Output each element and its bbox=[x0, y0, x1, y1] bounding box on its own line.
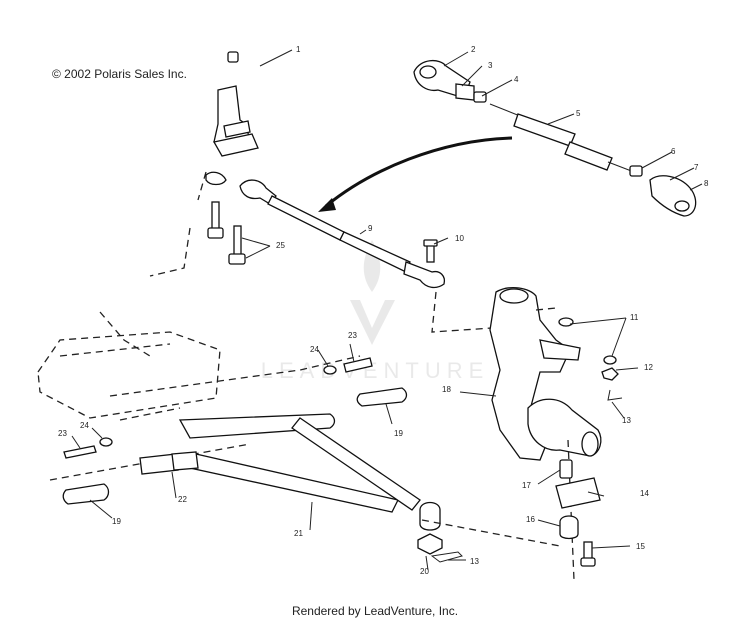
callout-5: 5 bbox=[576, 109, 581, 118]
callout-19: 19 bbox=[394, 429, 403, 438]
callout-14: 14 bbox=[640, 489, 649, 498]
callout-16: 16 bbox=[526, 515, 535, 524]
shock-mount bbox=[149, 51, 259, 277]
callout-6: 6 bbox=[671, 147, 676, 156]
callout-15: 15 bbox=[636, 542, 645, 551]
callout-17: 17 bbox=[522, 481, 531, 490]
callout-10: 10 bbox=[455, 234, 464, 243]
tie-rod-end-assembly bbox=[413, 60, 697, 217]
leader-lines bbox=[71, 49, 703, 571]
callout-19b: 19 bbox=[112, 517, 121, 526]
callout-labels: 1 2 3 4 5 6 7 8 9 10 11 12 13 14 15 16 1… bbox=[58, 45, 709, 576]
callout-24: 24 bbox=[310, 345, 319, 354]
copyright-text: © 2002 Polaris Sales Inc. bbox=[52, 67, 187, 81]
callout-13: 13 bbox=[622, 416, 631, 425]
callout-12: 12 bbox=[644, 363, 653, 372]
assembly-arrow bbox=[325, 136, 513, 208]
callout-23: 23 bbox=[348, 331, 357, 340]
bolts bbox=[207, 201, 438, 265]
callout-9: 9 bbox=[368, 224, 373, 233]
tie-rod bbox=[239, 179, 493, 333]
steering-knuckle bbox=[421, 286, 623, 581]
a-arm bbox=[62, 387, 443, 555]
callout-21: 21 bbox=[294, 529, 303, 538]
callout-25: 25 bbox=[276, 241, 285, 250]
watermark-text: LEADVENTURE bbox=[261, 358, 490, 383]
callout-1: 1 bbox=[296, 45, 301, 54]
callout-20: 20 bbox=[420, 567, 429, 576]
cotter-pin bbox=[430, 551, 463, 563]
callout-22: 22 bbox=[178, 495, 187, 504]
callout-8: 8 bbox=[704, 179, 709, 188]
callout-23b: 23 bbox=[58, 429, 67, 438]
bolt-23-left bbox=[63, 445, 97, 459]
callout-2: 2 bbox=[471, 45, 476, 54]
callout-24b: 24 bbox=[80, 421, 89, 430]
callout-11: 11 bbox=[630, 313, 639, 322]
callout-13b: 13 bbox=[470, 557, 479, 566]
callout-3: 3 bbox=[488, 61, 493, 70]
callout-18: 18 bbox=[442, 385, 451, 394]
watermark-logo: LEADVENTURE bbox=[261, 240, 490, 383]
bolt-23-right bbox=[343, 357, 373, 373]
footer-text: Rendered by LeadVenture, Inc. bbox=[291, 604, 459, 618]
callout-7: 7 bbox=[694, 163, 699, 172]
callout-4: 4 bbox=[514, 75, 519, 84]
